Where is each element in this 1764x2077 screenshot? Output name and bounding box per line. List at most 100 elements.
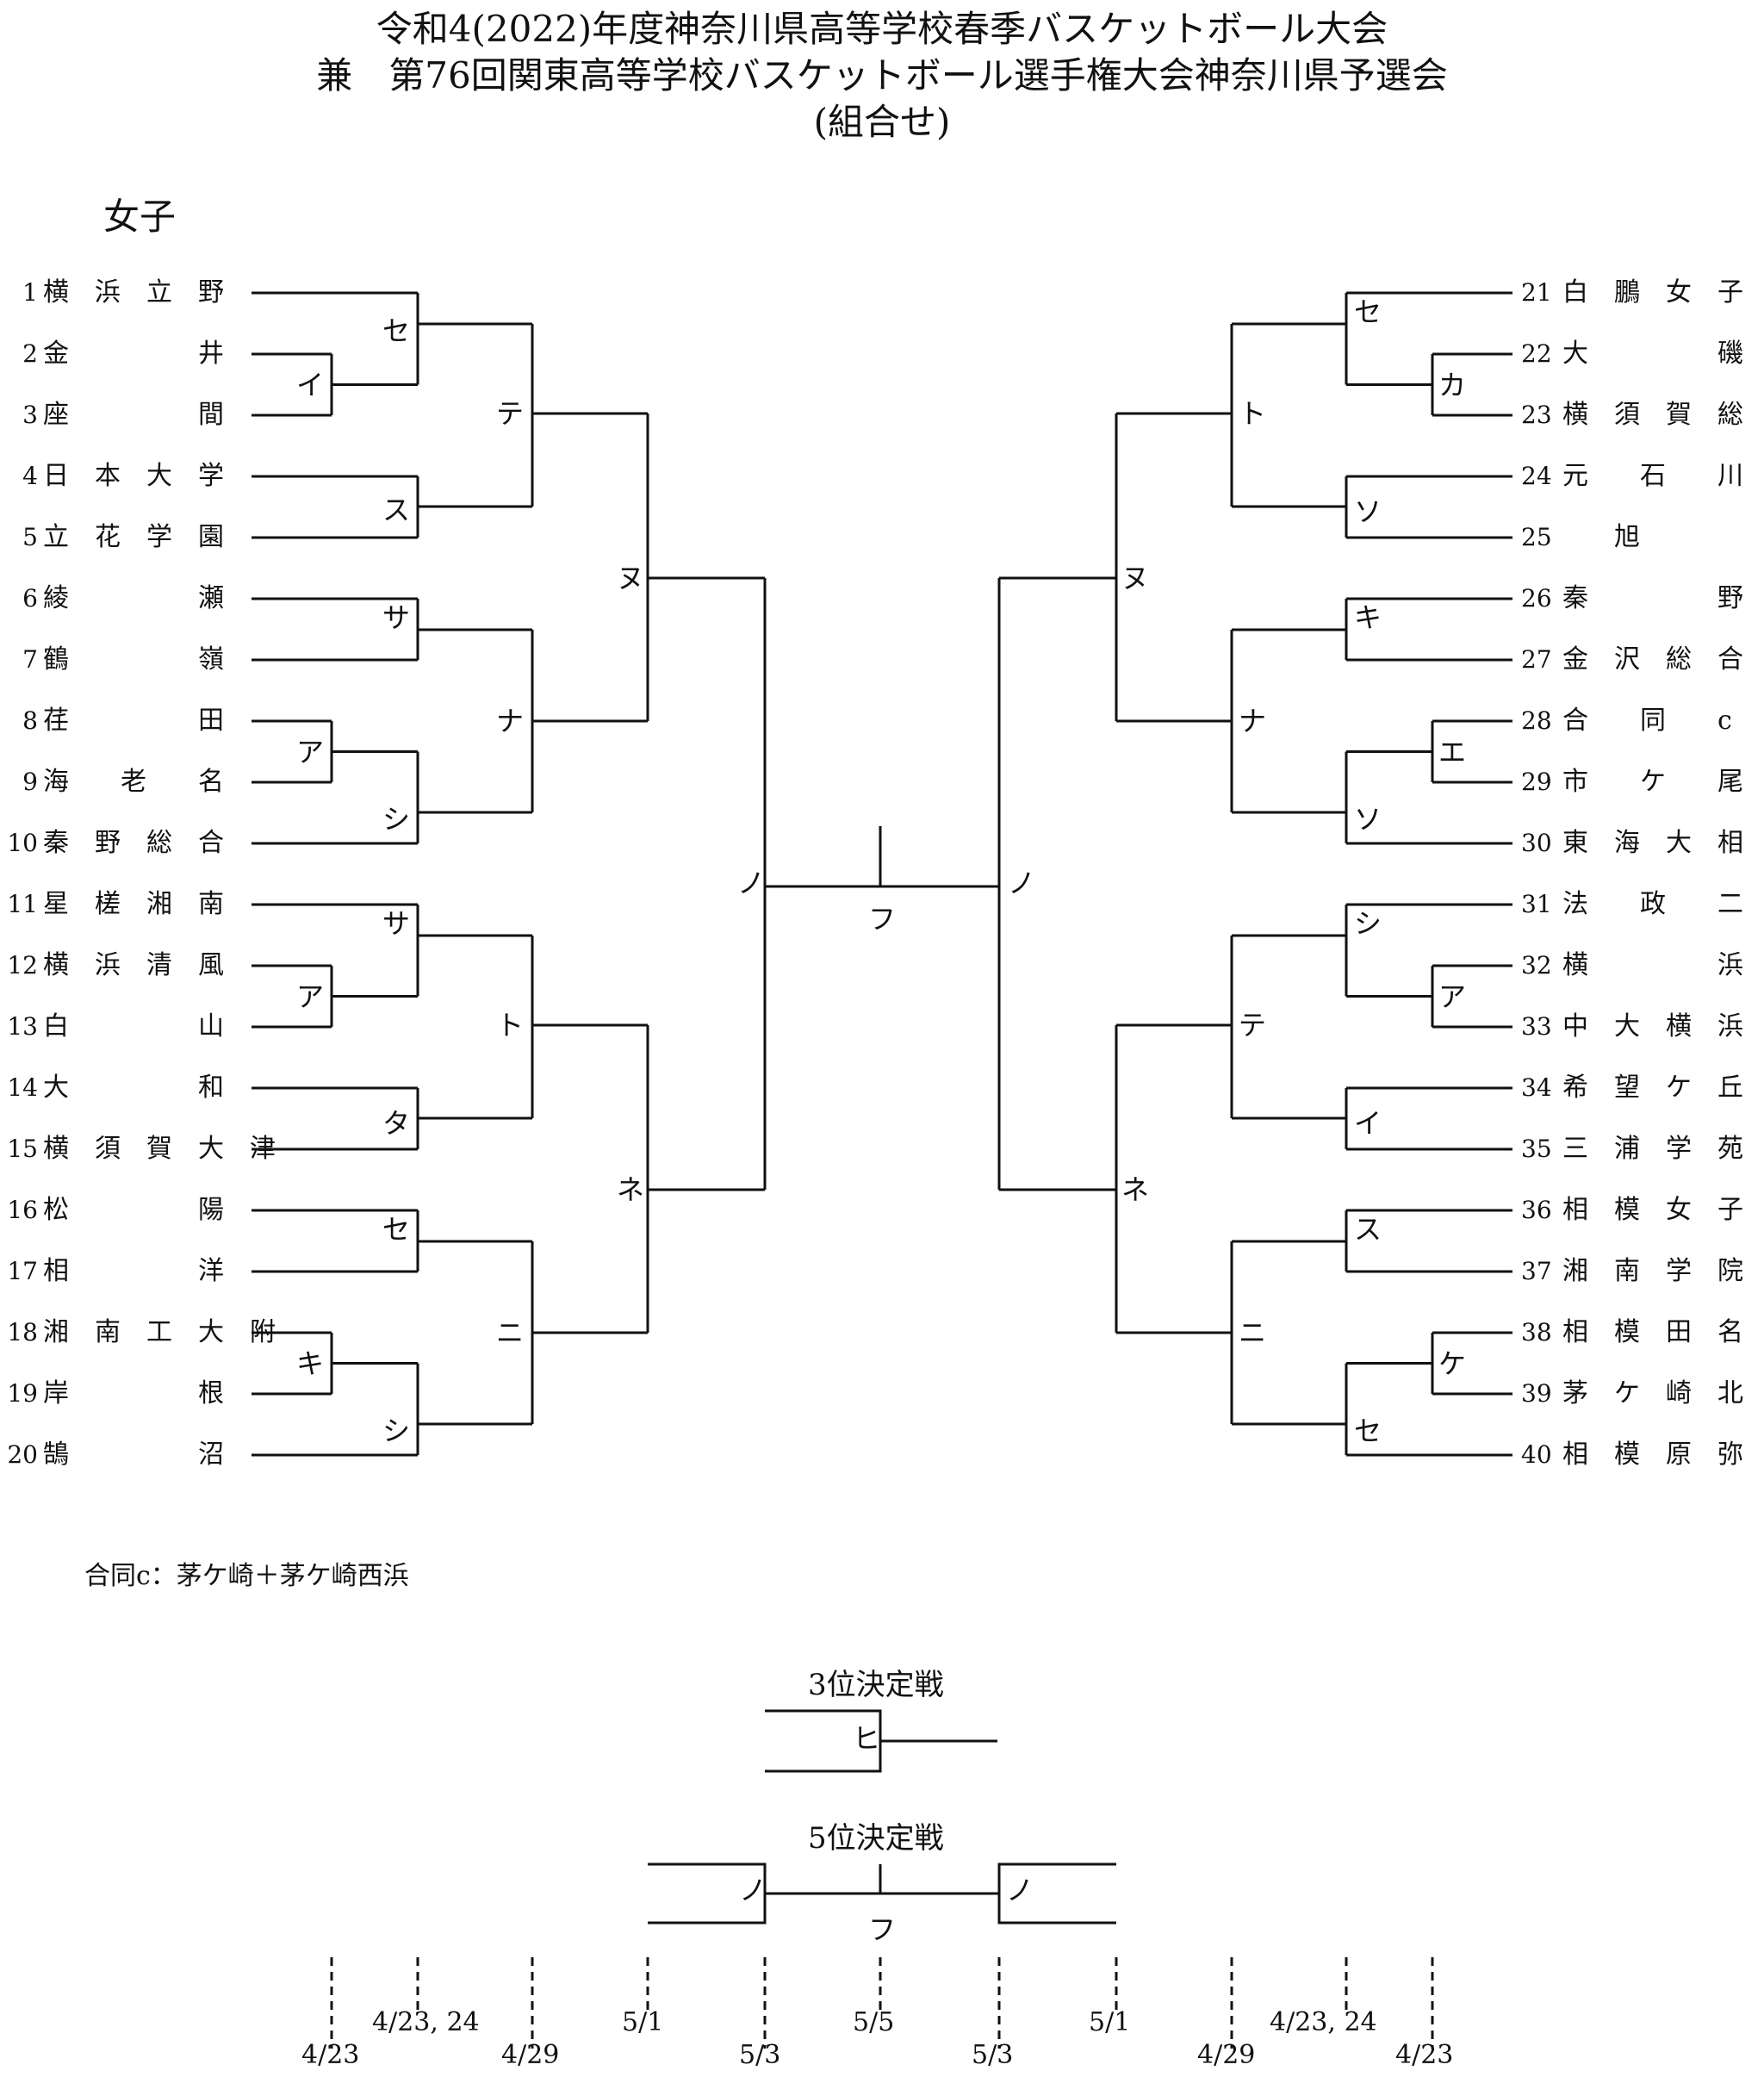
team-name: 鶴 嶺 — [43, 644, 224, 675]
team-number: 20 — [7, 1440, 38, 1469]
team-name: 市 ケ 尾 — [1562, 767, 1743, 797]
team-name: 立 花 学 園 — [43, 522, 224, 552]
team-number: 40 — [1521, 1440, 1552, 1469]
date-round1-right: 4/23 — [1395, 2040, 1454, 2070]
team-name: 湘 南 工 大 附 — [43, 1317, 276, 1347]
team-name: 大 和 — [43, 1073, 224, 1103]
match-label-r16: セ — [1354, 1415, 1382, 1447]
team-number: 29 — [1521, 768, 1552, 796]
match-label-l14: セ — [382, 1213, 411, 1246]
date-round1-left: 4/23 — [301, 2040, 360, 2070]
title-line-2: 兼 第76回関東高等学校バスケットボール選手権大会神奈川県予選会 — [316, 54, 1448, 96]
team-number: 33 — [1521, 1012, 1552, 1041]
date-final: 5/5 — [853, 2007, 895, 2037]
team-number: 38 — [1521, 1318, 1552, 1346]
match-label-l16: シ — [382, 1415, 411, 1447]
team-entry: 36相 模 女 子 大 — [1521, 1193, 1764, 1228]
team-number: 9 — [22, 768, 38, 796]
team-name: 茅 ケ 崎 北 陵 — [1562, 1378, 1764, 1409]
match-label-r7: ソ — [1354, 803, 1382, 836]
team-name: 金 沢 総 合 — [1562, 644, 1743, 675]
team-number: 27 — [1521, 645, 1552, 674]
team-name: 荏 田 — [43, 706, 224, 736]
team-entry: 27 金 沢 総 合 — [1521, 643, 1743, 677]
section-label: 女子 — [103, 196, 177, 238]
team-name: 松 陽 — [43, 1195, 224, 1225]
match-label-l5: サ — [382, 601, 411, 634]
team-number: 17 — [7, 1257, 38, 1285]
team-number: 22 — [1521, 339, 1552, 368]
team-number: 30 — [1521, 829, 1552, 857]
team-number: 24 — [1521, 462, 1552, 490]
match-label-l10: サ — [382, 907, 411, 940]
match-label-r19: ノ — [1008, 867, 1036, 899]
match-label-r12: イ — [1354, 1107, 1382, 1140]
team-name: 秦 野 — [1562, 583, 1743, 613]
team-name: 鵠 沼 — [43, 1440, 224, 1470]
team-name: 合 同 c — [1562, 706, 1732, 736]
team-name: 岸 根 — [43, 1378, 224, 1409]
match-label-r2: セ — [1354, 295, 1382, 328]
team-name: 秦 野 総 合 — [43, 828, 224, 858]
team-entry: 40相 模 原 弥 栄 — [1521, 1438, 1764, 1472]
team-number: 28 — [1521, 706, 1552, 735]
team-name: 横 浜 — [1562, 950, 1743, 980]
team-name: 旭 — [1562, 522, 1640, 552]
match-label-l1: イ — [296, 368, 325, 401]
team-name: 中 大 横 浜 — [1562, 1011, 1743, 1042]
team-number: 7 — [22, 645, 38, 674]
match-label-f: フ — [868, 903, 897, 936]
team-name: 法 政 二 — [1562, 889, 1743, 919]
match-label-l15: キ — [296, 1346, 325, 1380]
team-number: 25 — [1521, 523, 1552, 551]
match-label-r5: キ — [1354, 601, 1382, 634]
date-semi-left: 5/3 — [739, 2040, 781, 2070]
match-label-r10: ア — [1438, 979, 1467, 1013]
team-number: 14 — [7, 1073, 38, 1102]
match-label-r9: ヌ — [1121, 562, 1150, 594]
match-label-l8: ナ — [496, 705, 525, 737]
date-round2-right: 4/23, 24 — [1270, 2007, 1377, 2037]
fifth-place-title: 5位決定戦 — [808, 1821, 944, 1856]
third-place-label: ヒ — [853, 1722, 881, 1755]
third-place-title: 3位決定戦 — [808, 1668, 944, 1702]
fifth-place-center-label: フ — [868, 1913, 897, 1946]
team-number: 10 — [7, 829, 38, 857]
date-semi-right: 5/3 — [972, 2040, 1014, 2070]
team-number: 36 — [1521, 1196, 1552, 1224]
team-name: 横 浜 清 風 — [43, 950, 224, 980]
match-label-r18: ネ — [1121, 1173, 1150, 1206]
team-number: 16 — [7, 1196, 38, 1224]
match-label-r4: ト — [1239, 397, 1267, 430]
team-name: 座 間 — [43, 400, 224, 430]
date-round4-right: 5/1 — [1089, 2007, 1131, 2037]
team-number: 21 — [1521, 278, 1552, 307]
team-number: 8 — [22, 706, 38, 735]
team-number: 26 — [1521, 584, 1552, 613]
team-number: 4 — [22, 462, 38, 490]
team-number: 37 — [1521, 1257, 1552, 1285]
team-number: 32 — [1521, 951, 1552, 979]
team-name: 星 槎 湘 南 — [43, 889, 224, 919]
team-number: 1 — [22, 278, 38, 307]
team-name: 白 鵬 女 子 — [1562, 277, 1743, 308]
team-entry: 25 旭 — [1521, 520, 1640, 555]
match-label-l6: ア — [296, 735, 325, 768]
team-name: 横 須 賀 大 津 — [43, 1134, 276, 1164]
team-name: 相 模 田 名 — [1562, 1317, 1743, 1347]
match-label-l19: ノ — [737, 867, 766, 899]
match-label-l7: シ — [382, 803, 411, 836]
team-number: 13 — [7, 1012, 38, 1041]
